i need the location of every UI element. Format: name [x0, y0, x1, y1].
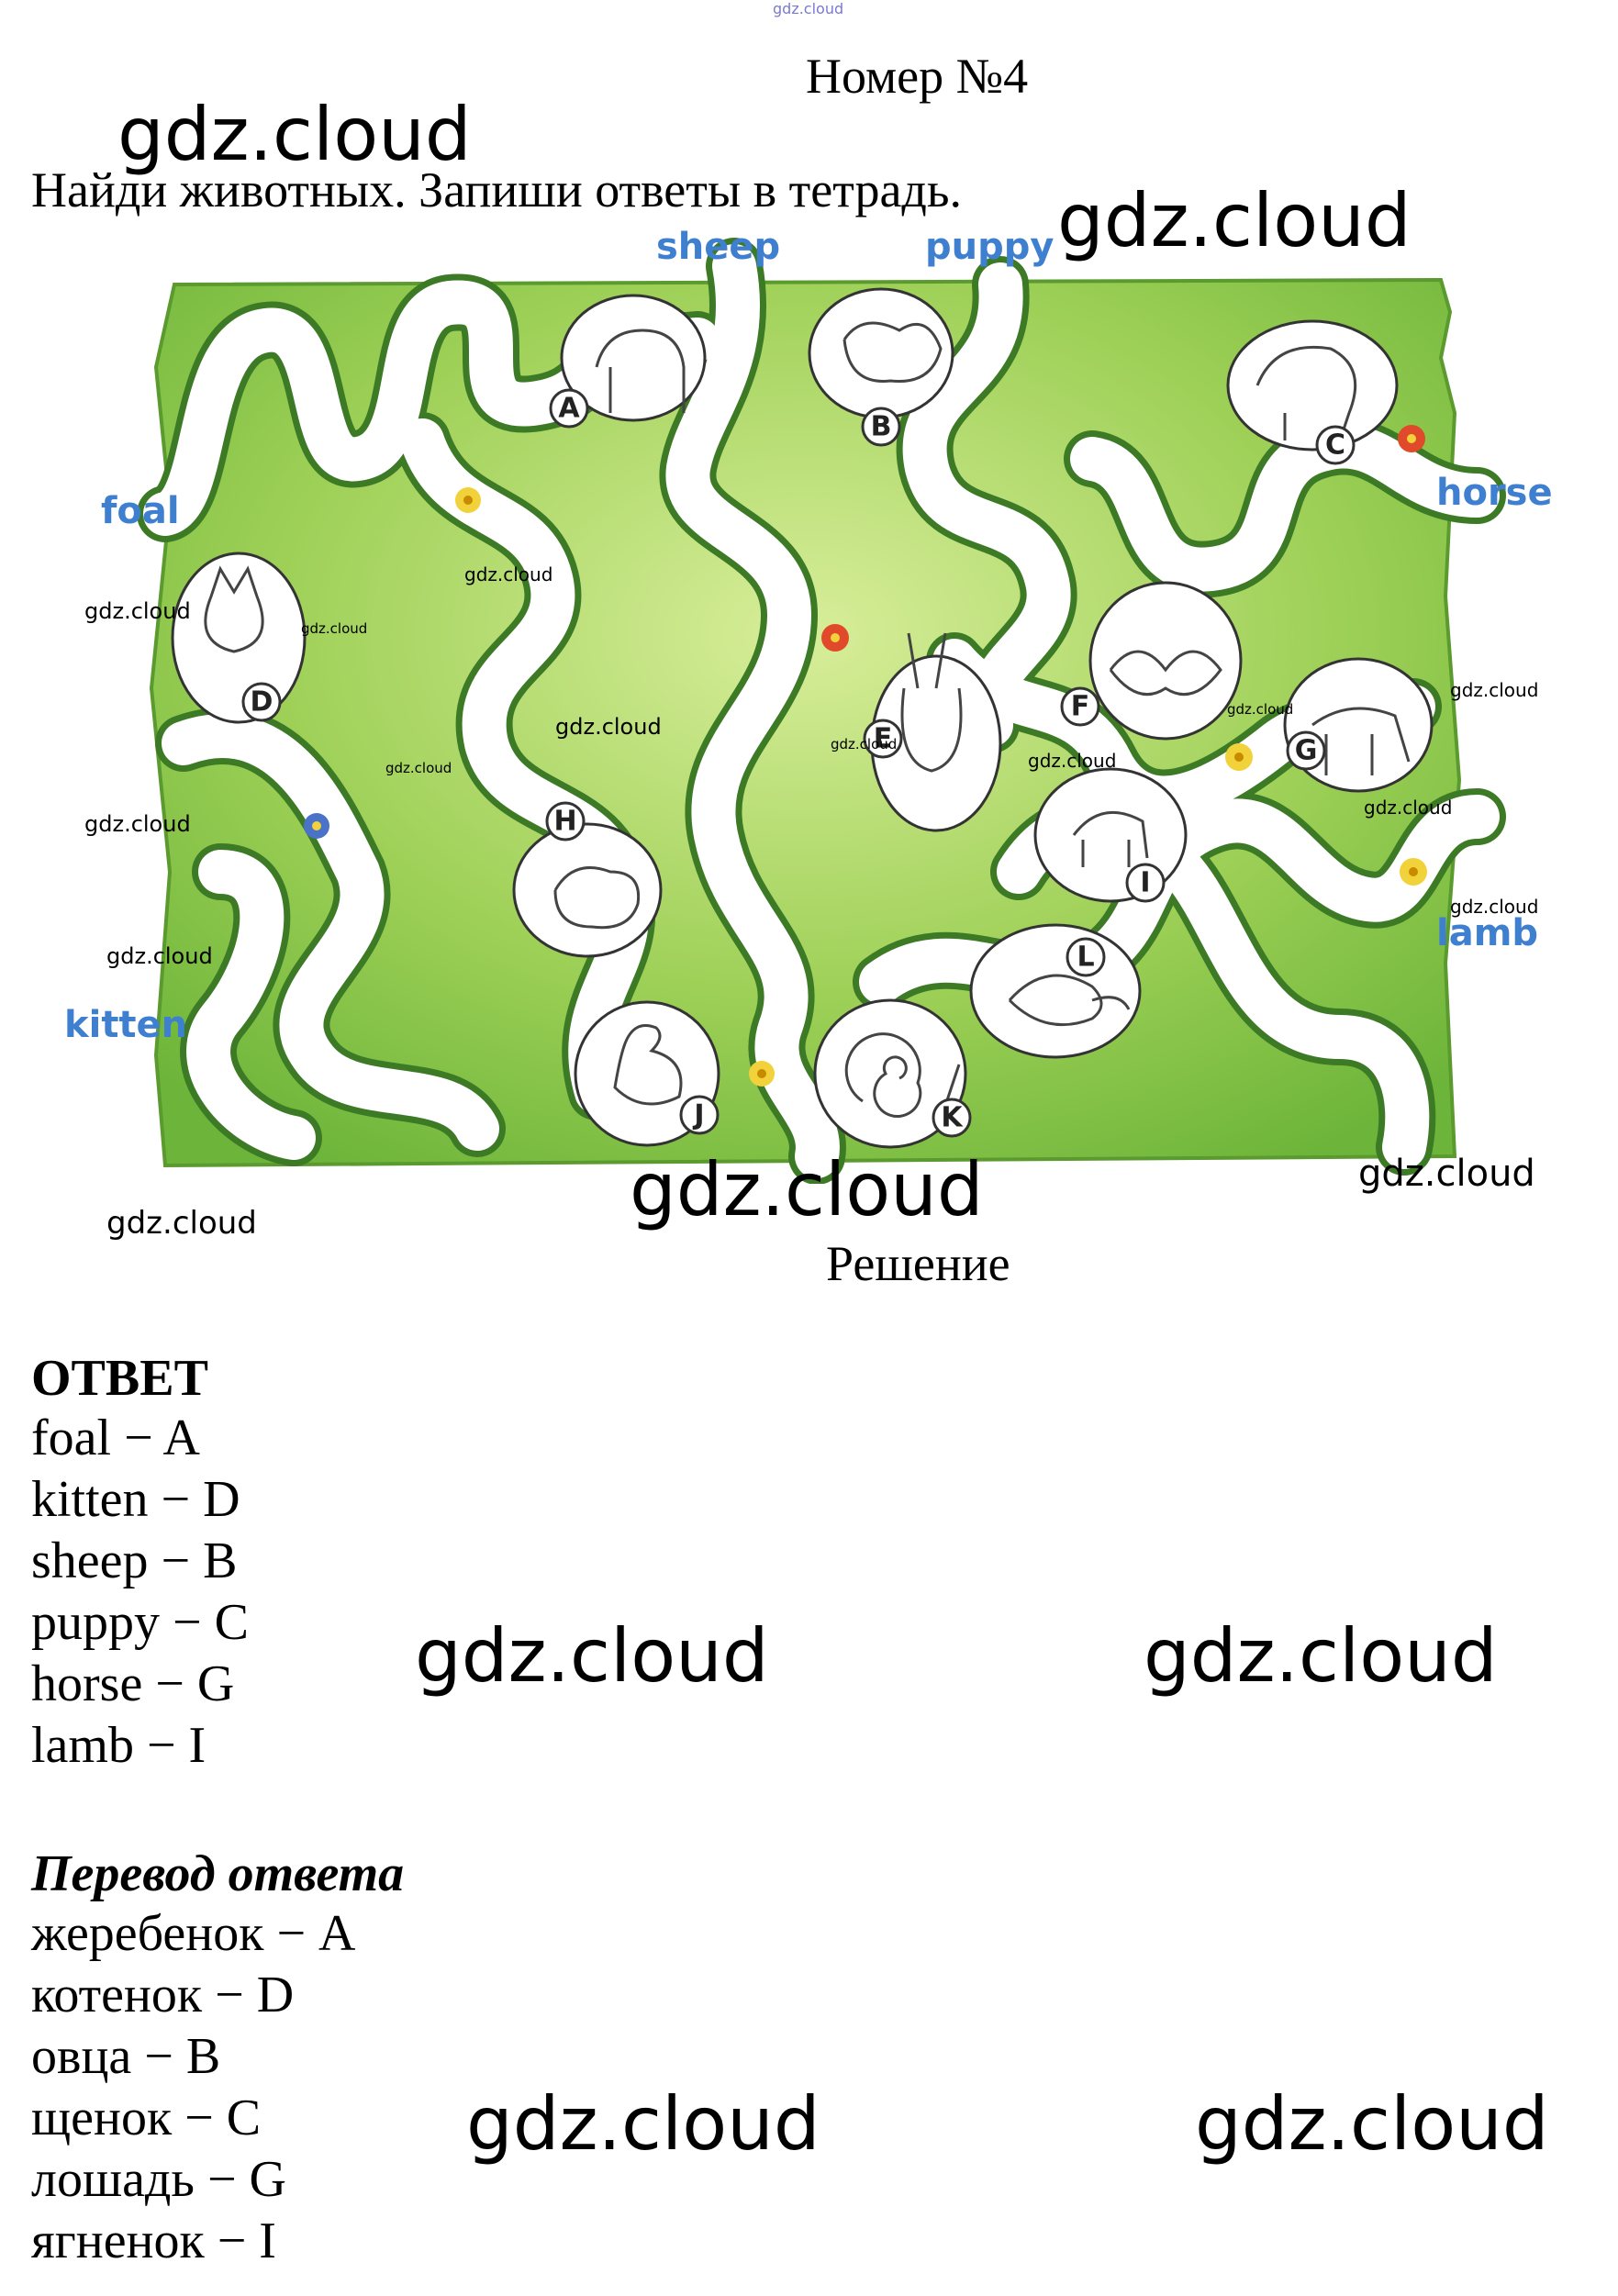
bat-sketch: [1109, 650, 1222, 697]
watermark: gdz.cloud: [831, 736, 898, 752]
watermark: gdz.cloud: [106, 1205, 257, 1242]
animal-oval-c: [1226, 319, 1399, 451]
top-watermark: gdz.cloud: [773, 0, 844, 17]
maze-illustration: A B C D E F G H I J K L sheep puppy foal…: [64, 229, 1553, 1184]
watermark: gdz.cloud: [1195, 2081, 1549, 2167]
horse-sketch: [1311, 707, 1411, 775]
letter-a: A: [558, 393, 580, 425]
animal-oval-k: [813, 998, 967, 1149]
translation-section: Перевод ответа жеребенок − A котенок − D…: [31, 1845, 404, 2272]
animal-oval-g: [1283, 657, 1434, 793]
watermark: gdz.cloud: [117, 92, 472, 177]
flower-icons: [304, 425, 1427, 1087]
watermark: gdz.cloud: [415, 1613, 769, 1699]
letter-h: H: [553, 806, 576, 838]
duck-sketch: [613, 1024, 683, 1106]
answer-line: horse − G: [31, 1655, 235, 1712]
letter-i: I: [1140, 867, 1150, 899]
rabbit-sketch: [900, 632, 963, 773]
maze-word-puppy: puppy: [925, 229, 1054, 268]
watermark: gdz.cloud: [466, 2081, 820, 2167]
answer-heading: ОТВЕТ: [31, 1350, 208, 1407]
watermark: gdz.cloud: [385, 760, 452, 776]
calf-sketch: [1072, 810, 1149, 867]
watermark: gdz.cloud: [106, 943, 213, 969]
answer-line: puppy − C: [31, 1594, 249, 1651]
maze-word-sheep: sheep: [656, 229, 780, 268]
letter-c: C: [1325, 429, 1345, 462]
letter-f: F: [1071, 691, 1090, 723]
answer-line: foal − A: [31, 1410, 200, 1466]
watermark: gdz.cloud: [84, 598, 191, 624]
watermark: gdz.cloud: [84, 811, 191, 837]
letter-b: B: [871, 411, 892, 443]
answer-line: sheep − B: [31, 1533, 238, 1589]
watermark: gdz.cloud: [1144, 1613, 1498, 1699]
animal-oval-a: [560, 294, 707, 422]
letter-g: G: [1295, 735, 1318, 767]
watermark: gdz.cloud: [464, 563, 553, 585]
maze-word-horse: horse: [1436, 472, 1553, 514]
letter-e: E: [874, 723, 893, 755]
watermark: gdz.cloud: [1364, 797, 1453, 819]
watermark: gdz.cloud: [1358, 1153, 1535, 1195]
answer-line: kitten − D: [31, 1471, 240, 1528]
animal-oval-f: [1088, 581, 1243, 741]
animal-oval-d: [171, 552, 307, 724]
watermark: gdz.cloud: [1227, 701, 1294, 718]
maze-word-kitten: kitten: [64, 1004, 187, 1046]
translation-line: овца − B: [31, 2028, 221, 2085]
translation-heading: Перевод ответа: [31, 1845, 405, 1902]
translation-line: ягненок − I: [31, 2212, 276, 2269]
watermark: gdz.cloud: [630, 1147, 984, 1232]
task-text: Найди животных. Запиши ответы в тетрадь.: [31, 162, 963, 217]
watermark: gdz.cloud: [1057, 178, 1412, 263]
mouse-sketch: [1008, 974, 1131, 1027]
sheep-sketch: [842, 321, 943, 384]
cat-sketch: [204, 565, 264, 653]
page-title: Номер №4: [806, 49, 1029, 104]
lamb-sketch: [553, 866, 641, 930]
letter-j: J: [692, 1099, 704, 1131]
watermark: gdz.cloud: [301, 620, 368, 637]
dog-sketch: [595, 329, 686, 413]
solution-label: Решение: [826, 1236, 1010, 1291]
animal-oval-l: [969, 923, 1142, 1059]
translation-line: лошадь − G: [31, 2151, 286, 2208]
watermark: gdz.cloud: [1450, 896, 1539, 918]
letter-l: L: [1077, 942, 1094, 974]
letter-d: D: [251, 686, 273, 719]
animal-oval-b: [808, 287, 954, 419]
elephant-sketch: [1255, 345, 1357, 441]
translation-line: котенок − D: [31, 1967, 295, 2023]
watermark: gdz.cloud: [1450, 679, 1539, 701]
maze-word-lamb: lamb: [1436, 912, 1538, 954]
answer-line: lamb − I: [31, 1717, 206, 1774]
maze-word-foal: foal: [101, 490, 180, 532]
answer-section: ОТВЕТ foal − A kitten − D sheep − B pupp…: [31, 1349, 249, 1777]
letter-k: K: [941, 1102, 964, 1134]
watermark: gdz.cloud: [1028, 750, 1117, 772]
watermark: gdz.cloud: [555, 714, 662, 740]
translation-line: щенок − C: [31, 2090, 262, 2146]
translation-line: жеребенок − A: [31, 1905, 356, 1962]
